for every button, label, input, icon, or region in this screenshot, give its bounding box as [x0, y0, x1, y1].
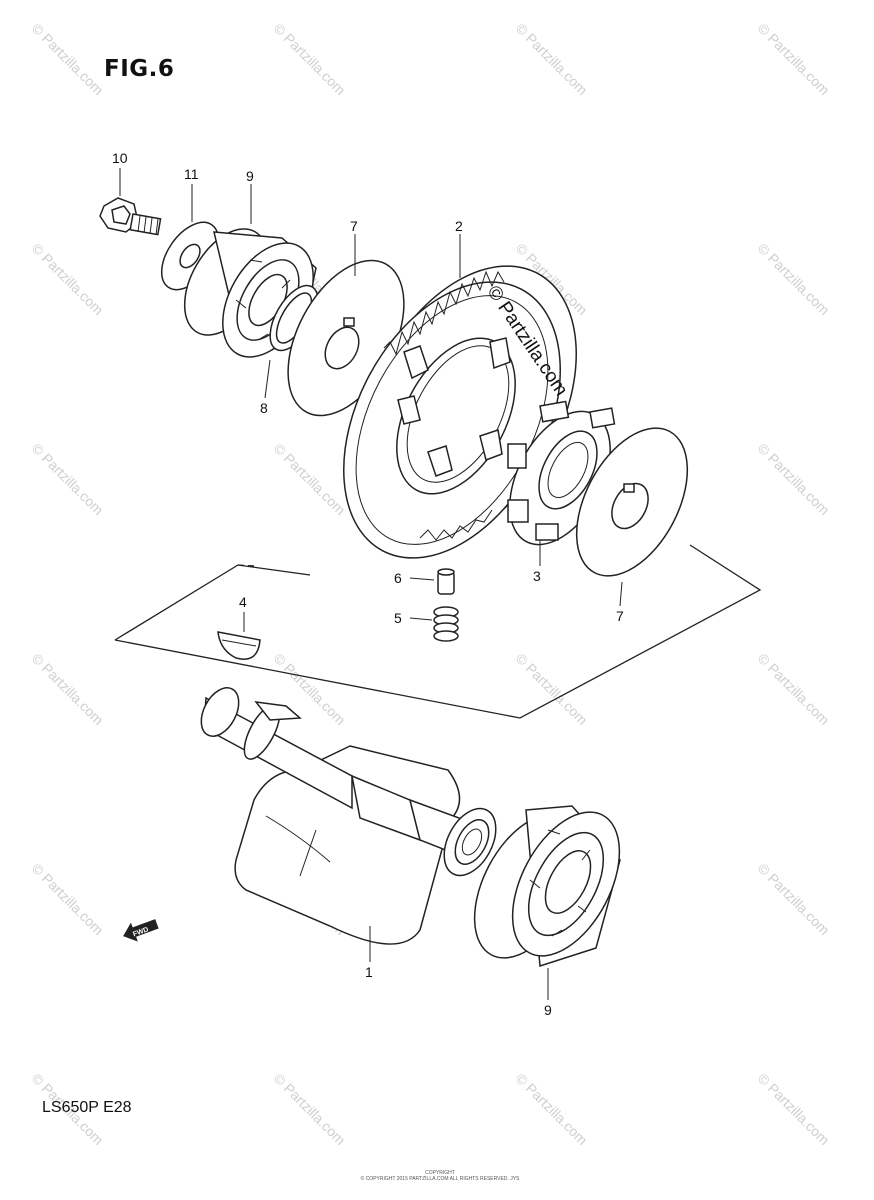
part-4-key	[217, 631, 261, 660]
callout-4: 4	[239, 594, 247, 610]
part-5-spring	[433, 606, 459, 642]
part-10-bolt	[99, 197, 162, 236]
part-1-shaft	[200, 687, 497, 945]
callout-1: 1	[365, 964, 373, 980]
callout-10: 10	[112, 150, 128, 166]
part-7-washer-bottom	[575, 427, 689, 577]
callout-8: 8	[260, 400, 268, 416]
callout-3: 3	[533, 568, 541, 584]
callout-9-bottom: 9	[544, 1002, 552, 1018]
leader-lines	[119, 168, 623, 1000]
callout-11: 11	[184, 166, 199, 182]
callout-7-bottom: 7	[616, 608, 624, 624]
callout-9-top: 9	[246, 168, 254, 184]
part-6-pin	[437, 568, 455, 595]
assembly-outline	[114, 544, 762, 719]
callout-7-top: 7	[350, 218, 358, 234]
callout-5: 5	[394, 610, 402, 626]
part-2-gear	[343, 265, 577, 559]
fine-print-line-2: © COPYRIGHT 2015 PARTZILLA.COM ALL RIGHT…	[360, 1176, 520, 1182]
model-code: LS650P E28	[42, 1099, 132, 1116]
fine-print-line-1: COPYRIGHT	[425, 1170, 455, 1176]
fwd-arrow-icon: FWD	[123, 919, 159, 942]
fine-print: COPYRIGHT © COPYRIGHT 2015 PARTZILLA.COM…	[320, 1170, 560, 1182]
part-9-bearing-bottom	[473, 805, 621, 968]
figure-title: FIG.6	[104, 56, 175, 82]
callout-2: 2	[455, 218, 463, 234]
callout-6: 6	[394, 570, 402, 586]
